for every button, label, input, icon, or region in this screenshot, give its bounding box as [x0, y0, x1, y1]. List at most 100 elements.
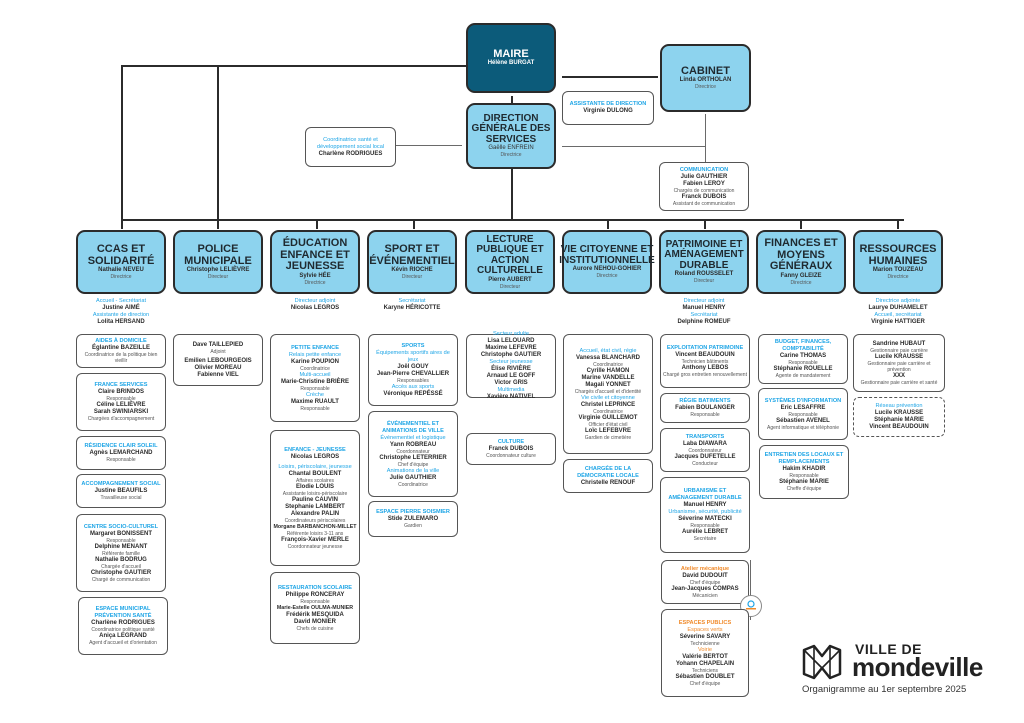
direction-role: Directeur	[499, 283, 521, 290]
maire-title: MAIRE	[493, 47, 529, 60]
ccas-staff: Accueil - Secrétariat Justine AIMÉ Assis…	[76, 298, 166, 326]
direction-finances[interactable]: FINANCES ET MOYENS GÉNÉRAUX Fanny GLEIZE…	[756, 230, 846, 294]
culture-box[interactable]: CULTURE Franck DUBOIS Coordonnateur cult…	[466, 433, 556, 465]
maire-box[interactable]: MAIRE Hélène BURGAT	[466, 23, 556, 93]
role: Affaires scolaires	[296, 477, 334, 484]
name: Véronique REPÉSSÉ	[383, 390, 443, 397]
aides-domicile-box[interactable]: AIDES À DOMICILE Églantine BAZEILLE Coor…	[76, 334, 166, 368]
label: ESPACE MUNICIPAL PRÉVENTION SANTÉ	[94, 606, 152, 619]
name: Laurye DUHAMELET	[868, 305, 928, 311]
role: Responsable	[789, 473, 819, 479]
transports-box[interactable]: TRANSPORTS Laba DIAWARA Coordonnateur Ja…	[660, 428, 750, 472]
label: CHARGÉE DE LA DÉMOCRATIE LOCALE	[577, 465, 639, 479]
drop-4	[413, 219, 415, 229]
dgs-box[interactable]: DIRECTION GÉNÉRALE DES SERVICES Gaëlle E…	[466, 103, 556, 169]
line-police-vert	[217, 65, 219, 229]
direction-vie[interactable]: VIE CITOYENNE ET INSTITUTIONNELLE Aurore…	[559, 230, 655, 294]
name: XXX	[892, 372, 905, 379]
sublabel: Vie civile et citoyenne	[581, 394, 635, 401]
sublabel: Espaces verts	[687, 626, 723, 633]
role: Travailleuse social	[100, 495, 142, 501]
accompagnement-box[interactable]: ACCOMPAGNEMENT SOCIAL Justine BEAUFILS T…	[76, 474, 166, 508]
exploitation-box[interactable]: EXPLOITATION PATRIMOINE Vincent BEAUDOUI…	[660, 334, 750, 388]
atelier-box[interactable]: Atelier mécanique David DUDOUIT Chef d'é…	[661, 560, 749, 604]
role: Gestionnaire paie carrière et prévention	[867, 360, 931, 373]
role: Gestionnaire paie carrière et santé	[860, 379, 938, 386]
role: Responsable	[106, 396, 136, 402]
label: BUDGET, FINANCES, COMPTABILITÉ	[774, 339, 832, 352]
line-maire-cabinet	[562, 76, 658, 78]
rh-gestion-box[interactable]: Sandrine HUBAUT Gestionnaire paie carriè…	[853, 334, 945, 392]
espaces-publics-box[interactable]: ESPACES PUBLICS Espaces verts Séverine S…	[661, 609, 749, 697]
enfance-jeunesse-box[interactable]: ENFANCE - JEUNESSE Nicolas LEGROS Loisir…	[270, 430, 360, 566]
centre-socio-box[interactable]: CENTRE SOCIO-CULTUREL Margaret BONISSENT…	[76, 514, 166, 592]
sublabel: Crèche	[305, 391, 325, 398]
lecture-sectors-box[interactable]: Secteur adulte Lisa LELOUARD Maxime LEFE…	[466, 331, 556, 400]
role: Coordonnateur jeunesse	[287, 543, 343, 550]
label: SPORTS	[401, 342, 425, 349]
direction-rh[interactable]: RESSOURCES HUMAINES Marion TOUZEAU Direc…	[853, 230, 943, 294]
name: Maxime RUAULT	[291, 398, 339, 405]
direction-education[interactable]: ÉDUCATION ENFANCE ET JEUNESSE Sylvie HÉE…	[270, 230, 360, 294]
name: Stephanie LAMBERT	[285, 503, 345, 510]
label: RESTAURATION SCOLAIRE	[277, 584, 353, 591]
direction-lecture[interactable]: LECTURE PUBLIQUE ET ACTION CULTURELLE Pi…	[465, 230, 555, 294]
direction-title: SPORT ET ÉVÉNEMENTIEL	[369, 243, 455, 267]
name: Emilien LEBOURGEOIS	[184, 357, 252, 364]
sublabel: Relais petite enfance	[288, 351, 342, 358]
evenementiel-box[interactable]: ÉVÉNEMENTIEL ET ANIMATIONS DE VILLE Évén…	[368, 411, 458, 497]
coordinatrice-label: Coordinatrice santé et développement soc…	[316, 136, 385, 150]
name: Delphine MENANT	[94, 543, 148, 550]
label: RÉGIE BATIMENTS	[679, 398, 731, 404]
direction-patrimoine[interactable]: PATRIMOINE ET AMÉNAGEMENT DURABLE Roland…	[659, 230, 749, 294]
residence-box[interactable]: RÉSIDENCE CLAIR SOLEIL Agnès LEMARCHAND …	[76, 436, 166, 470]
name: David MONIER	[293, 618, 336, 625]
vie-main-box[interactable]: Accueil, état civil, régie Vanessa BLANC…	[563, 334, 653, 454]
name: Lucile KRAUSSE	[874, 410, 924, 416]
role: Secrétaire	[693, 536, 717, 542]
restauration-box[interactable]: RESTAURATION SCOLAIRE Philippe RONCERAY …	[270, 572, 360, 644]
democratie-box[interactable]: CHARGÉE DE LA DÉMOCRATIE LOCALE Christel…	[563, 459, 653, 493]
line-main-bus	[121, 219, 904, 221]
direction-name: Aurore NEHOU-GOHIER	[572, 266, 642, 272]
name: Christel LEPRINCE	[580, 401, 636, 408]
coordinatrice-box[interactable]: Coordinatrice santé et développement soc…	[305, 127, 396, 167]
france-services-box[interactable]: FRANCE SERVICES Claire BRINDOS Responsab…	[76, 373, 166, 431]
regie-box[interactable]: RÉGIE BATIMENTS Fabien BOULANGER Respons…	[660, 393, 750, 423]
direction-ccas[interactable]: CCAS ET SOLIDARITÉ Nathalie NEVEU Direct…	[76, 230, 166, 294]
role: Technicienne	[690, 640, 720, 647]
budget-box[interactable]: BUDGET, FINANCES, COMPTABILITÉ Carine TH…	[758, 334, 848, 384]
communication-box[interactable]: COMMUNICATION Julie GAUTHIER Fabien LERO…	[659, 162, 749, 211]
reseau-prevention-box[interactable]: Réseau prévention Lucile KRAUSSE Stéphan…	[853, 397, 945, 437]
comm-role-1: Chargés de communication	[673, 187, 735, 194]
name: Nicolas LEGROS	[290, 453, 340, 460]
role: Référente famille	[102, 550, 140, 557]
espace-soismier-box[interactable]: ESPACE PIERRE SOISMIER Stide ZULEMARO Ga…	[368, 501, 458, 537]
cabinet-box[interactable]: CABINET Linda ORTHOLAN Directrice	[660, 44, 751, 112]
name: Virginie HATTIGER	[871, 319, 925, 325]
police-team-box[interactable]: Dave TAILLEPIED Adjoint Emilien LEBOURGE…	[173, 334, 263, 386]
role: Gardien	[404, 523, 422, 529]
direction-title: RESSOURCES HUMAINES	[859, 243, 937, 267]
direction-sport[interactable]: SPORT ET ÉVÉNEMENTIEL Kévin RIOCHE Direc…	[367, 230, 457, 294]
label: ESPACE PIERRE SOISMIER	[376, 509, 450, 515]
direction-role: Directrice	[790, 279, 812, 286]
name: Margaret BONISSENT	[89, 530, 152, 537]
systemes-info-box[interactable]: SYSTÈMES D'INFORMATION Eric LESAFFRE Res…	[758, 388, 848, 440]
name: Séverine MATECKI	[678, 516, 732, 522]
name: Céline LELIÈVRE	[96, 402, 146, 408]
espace-prevention-box[interactable]: ESPACE MUNICIPAL PRÉVENTION SANTÉ Charlè…	[78, 597, 168, 655]
name: Elodie LOUIS	[295, 483, 334, 490]
role: Responsable	[106, 537, 136, 544]
direction-title: FINANCES ET MOYENS GÉNÉRAUX	[764, 237, 838, 273]
direction-title: ÉDUCATION ENFANCE ET JEUNESSE	[280, 237, 350, 273]
direction-police[interactable]: POLICE MUNICIPALE Christophe LELIÈVRE Di…	[173, 230, 263, 294]
urbanisme-box[interactable]: URBANISME ET AMÉNAGEMENT DURABLE Manuel …	[660, 477, 750, 553]
comm-role-3: Assistant de communication	[672, 200, 736, 207]
sports-box[interactable]: SPORTS Équipements sportifs aires de jeu…	[368, 334, 458, 406]
label: CULTURE	[497, 439, 525, 445]
role: Responsable	[788, 411, 818, 418]
entretien-box[interactable]: ENTRETIEN DES LOCAUX ET REMPLACEMENTS Ha…	[759, 445, 849, 499]
petite-enfance-box[interactable]: PETITE ENFANCE Relais petite enfance Kar…	[270, 334, 360, 422]
assistante-box[interactable]: ASSISTANTE DE DIRECTION Virginie DULONG	[562, 91, 654, 125]
